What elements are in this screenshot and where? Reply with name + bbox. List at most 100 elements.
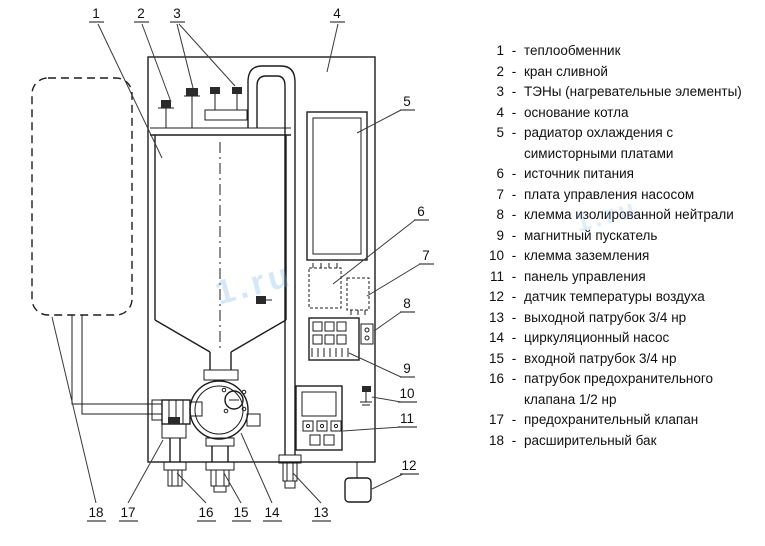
callout-5: 5	[403, 94, 411, 109]
callout-7: 7	[422, 248, 430, 263]
legend-item-label: предохранительный клапан	[524, 412, 699, 427]
legend-item-number: 6	[496, 166, 504, 181]
legend-item-number: 16	[488, 371, 504, 386]
legend-item-number: 10	[488, 248, 504, 263]
legend-item-dash: -	[511, 248, 517, 263]
legend-item-dash: -	[511, 350, 517, 366]
legend-item-dash: -	[511, 289, 517, 304]
legend-item: 13-выходной патрубок 3/4 нр	[482, 308, 762, 329]
legend-item-label: клемма заземления	[524, 248, 650, 263]
ten-element-2	[210, 87, 220, 94]
tank-side-valve	[256, 296, 266, 304]
legend-item-label: ТЭНы (нагревательные элементы)	[524, 84, 742, 99]
panel-button	[309, 434, 321, 446]
legend-item: 14-циркуляционный насос	[482, 328, 762, 349]
legend-item-number: 8	[496, 207, 504, 222]
legend-item-label: радиатор охлаждения с симисторными плата…	[524, 125, 674, 161]
callout-8: 8	[403, 296, 411, 311]
legend-item-label: основание котла	[524, 104, 629, 120]
callout-17: 17	[120, 505, 135, 520]
legend-item-dash: -	[511, 166, 517, 181]
callout-14: 14	[264, 505, 280, 520]
legend-item-label: циркуляционный насос	[524, 330, 670, 345]
legend-item-dash: -	[511, 63, 517, 79]
power-supply-drawing	[308, 263, 342, 309]
callout-4: 4	[333, 6, 341, 21]
legend-item: 1-теплообменник	[482, 41, 762, 62]
legend-item: 2-кран сливной	[482, 62, 762, 83]
panel-button	[302, 420, 314, 432]
legend-item-number: 1	[496, 43, 504, 58]
drain-tap	[161, 100, 171, 108]
legend-item: 9-магнитный пускатель	[482, 226, 762, 247]
ground-terminal-drawing	[360, 386, 372, 406]
legend-item-number: 12	[488, 289, 504, 304]
legend-item-number: 14	[488, 330, 504, 345]
callout-11: 11	[400, 411, 414, 426]
legend-item-number: 7	[496, 186, 504, 202]
callout-18: 18	[88, 505, 103, 520]
legend-item: 7-плата управления насосом	[482, 185, 762, 206]
air-sensor-drawing	[344, 462, 372, 503]
outlet-pipe-drawing	[247, 65, 302, 489]
bottom-fittings-drawing	[163, 461, 235, 493]
legend-item: 12-датчик температуры воздуха	[482, 287, 762, 308]
legend-item-number: 15	[488, 350, 504, 366]
panel-button	[323, 434, 335, 446]
callout-6: 6	[417, 204, 425, 219]
legend-item-dash: -	[511, 371, 517, 386]
legend-item: 3-ТЭНы (нагревательные элементы)	[482, 82, 762, 103]
legend-item-label: датчик температуры воздуха	[524, 289, 705, 304]
legend-item-dash: -	[511, 412, 517, 427]
legend-item-label: входной патрубок 3/4 нр	[524, 350, 677, 366]
legend-item: 11-панель управления	[482, 267, 762, 288]
legend-item-label: клемма изолированной нейтрали	[524, 207, 734, 222]
legend-item-label: расширительный бак	[524, 432, 657, 448]
heating-elements-drawing	[158, 87, 248, 128]
legend-item-dash: -	[511, 104, 517, 120]
expansion-tank-drawing	[31, 77, 162, 415]
callout-16: 16	[198, 505, 213, 520]
callout-15: 15	[233, 505, 248, 520]
pump-terminal-box	[246, 413, 261, 427]
legend-item-dash: -	[511, 186, 517, 202]
legend-item-label: плата управления насосом	[524, 186, 695, 202]
legend-item-dash: -	[511, 43, 517, 58]
callout-10: 10	[399, 386, 414, 401]
legend-item-label: выходной патрубок 3/4 нр	[524, 309, 687, 325]
ten-element-3	[232, 87, 242, 94]
callout-1: 1	[92, 6, 100, 21]
legend-item: 4-основание котла	[482, 103, 762, 124]
legend-item-label: источник питания	[524, 166, 634, 181]
callout-2: 2	[137, 6, 145, 21]
boiler-case-drawing	[147, 56, 376, 463]
legend-item: 5-радиатор охлаждения с симисторными пла…	[482, 123, 762, 164]
legend-item-number: 17	[488, 412, 504, 427]
legend-item-dash: -	[511, 227, 517, 243]
neutral-terminal	[360, 323, 374, 345]
legend: 1-теплообменник 2-кран сливной 3-ТЭНы (н…	[482, 41, 762, 451]
legend-item: 16-патрубок предохранительного клапана 1…	[482, 369, 762, 410]
legend-item: 6-источник питания	[482, 164, 762, 185]
legend-item-dash: -	[511, 207, 517, 222]
safety-valve-drawing	[151, 399, 203, 462]
legend-item-number: 9	[496, 227, 504, 243]
legend-item-number: 11	[489, 268, 504, 284]
legend-item-label: панель управления	[524, 268, 646, 284]
legend-item-label: теплообменник	[524, 43, 621, 58]
legend-item-label: патрубок предохранительного клапана 1/2 …	[524, 371, 713, 407]
legend-item: 15-входной патрубок 3/4 нр	[482, 349, 762, 370]
contactor-drawing	[308, 317, 374, 361]
legend-item-dash: -	[511, 330, 517, 345]
legend-item-number: 3	[496, 84, 504, 99]
panel-button	[330, 420, 342, 432]
callout-3: 3	[173, 6, 181, 21]
safety-valve-body	[161, 423, 187, 439]
callout-leaders	[51, 23, 421, 504]
callout-12: 12	[401, 458, 416, 473]
legend-item: 17-предохранительный клапан	[482, 410, 762, 431]
legend-item: 8-клемма изолированной нейтрали	[482, 205, 762, 226]
legend-item-label: кран сливной	[524, 63, 608, 79]
legend-item-number: 18	[488, 432, 504, 448]
